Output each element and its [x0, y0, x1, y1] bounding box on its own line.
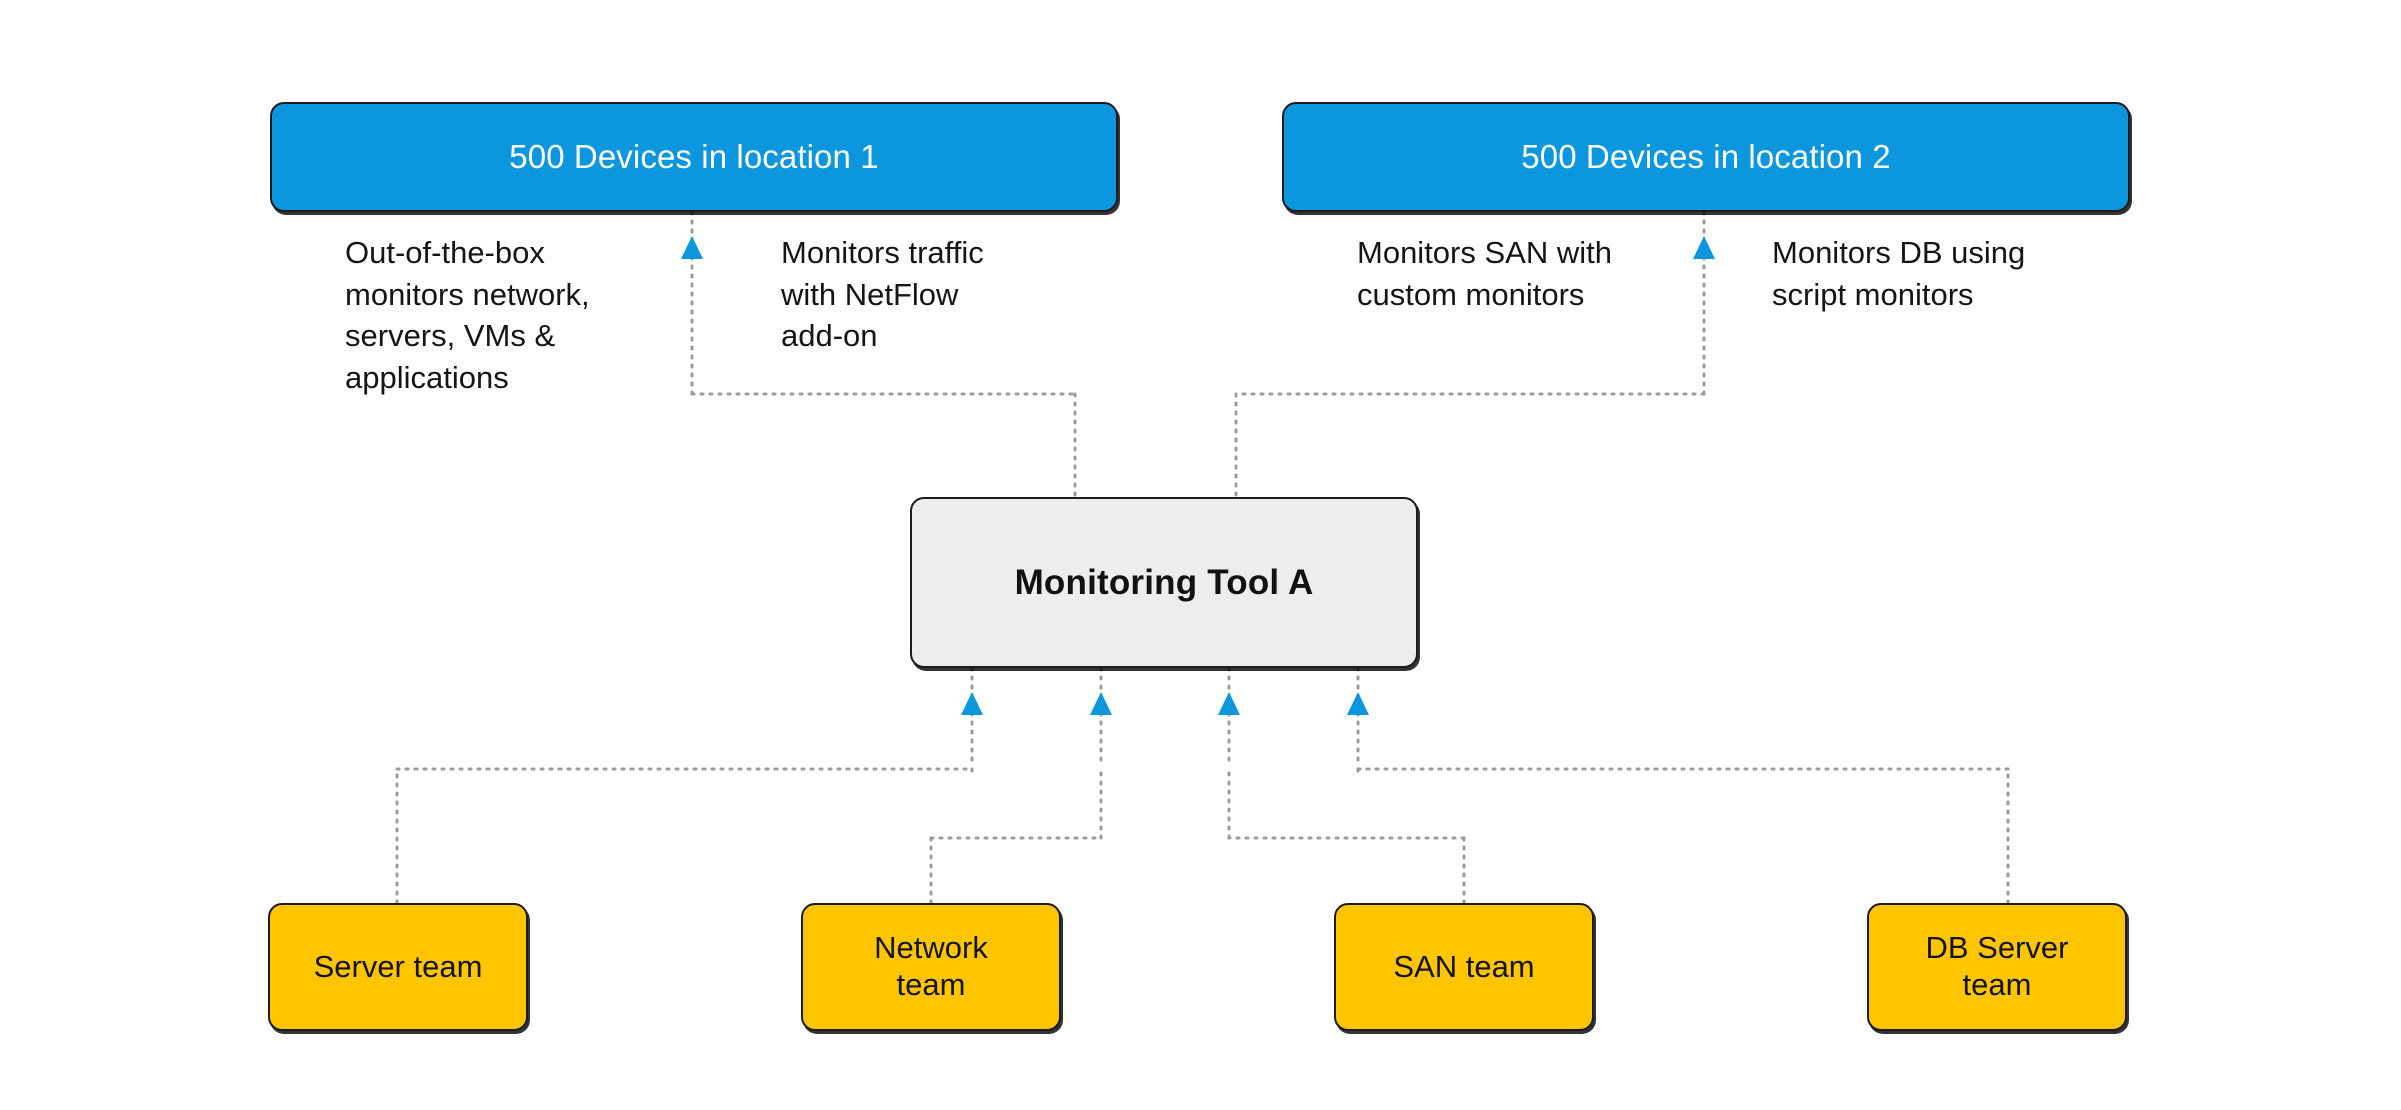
source-box-location-2-label: 500 Devices in location 2	[1521, 137, 1891, 175]
caption-san-custom: Monitors SAN with custom monitors	[1357, 235, 1612, 312]
team-box-san-team[interactable]: SAN team	[1334, 903, 1594, 1031]
arrowhead-loc2	[1693, 236, 1715, 259]
arrowhead-team-2	[1090, 692, 1112, 715]
caption-db-script: Monitors DB using script monitors	[1772, 235, 2026, 312]
team-box-db-server-team[interactable]: DB Server team	[1867, 903, 2127, 1031]
team-box-db-server-team-label: DB Server team	[1925, 930, 2069, 1002]
source-box-location-1-label: 500 Devices in location 1	[509, 137, 879, 175]
team-box-server-team-label: Server team	[313, 948, 483, 984]
arrowhead-team-4	[1347, 692, 1369, 715]
arrowhead-team-3	[1218, 692, 1240, 715]
source-box-location-2[interactable]: 500 Devices in location 2	[1282, 102, 2130, 212]
caption-netflow: Monitors traffic with NetFlow add-on	[781, 235, 984, 354]
team-box-network-team[interactable]: Network team	[801, 903, 1061, 1031]
team-box-server-team[interactable]: Server team	[268, 903, 528, 1031]
arrowhead-team-1	[961, 692, 983, 715]
caption-out-of-the-box: Out-of-the-box monitors network, servers…	[345, 235, 590, 395]
monitoring-tool-label: Monitoring Tool A	[1014, 562, 1314, 602]
team-box-san-team-label: SAN team	[1393, 948, 1535, 984]
monitoring-tool-box[interactable]: Monitoring Tool A	[910, 497, 1418, 668]
source-box-location-1[interactable]: 500 Devices in location 1	[270, 102, 1118, 212]
team-box-network-team-label: Network team	[874, 930, 988, 1002]
arrowhead-loc1	[681, 236, 703, 259]
